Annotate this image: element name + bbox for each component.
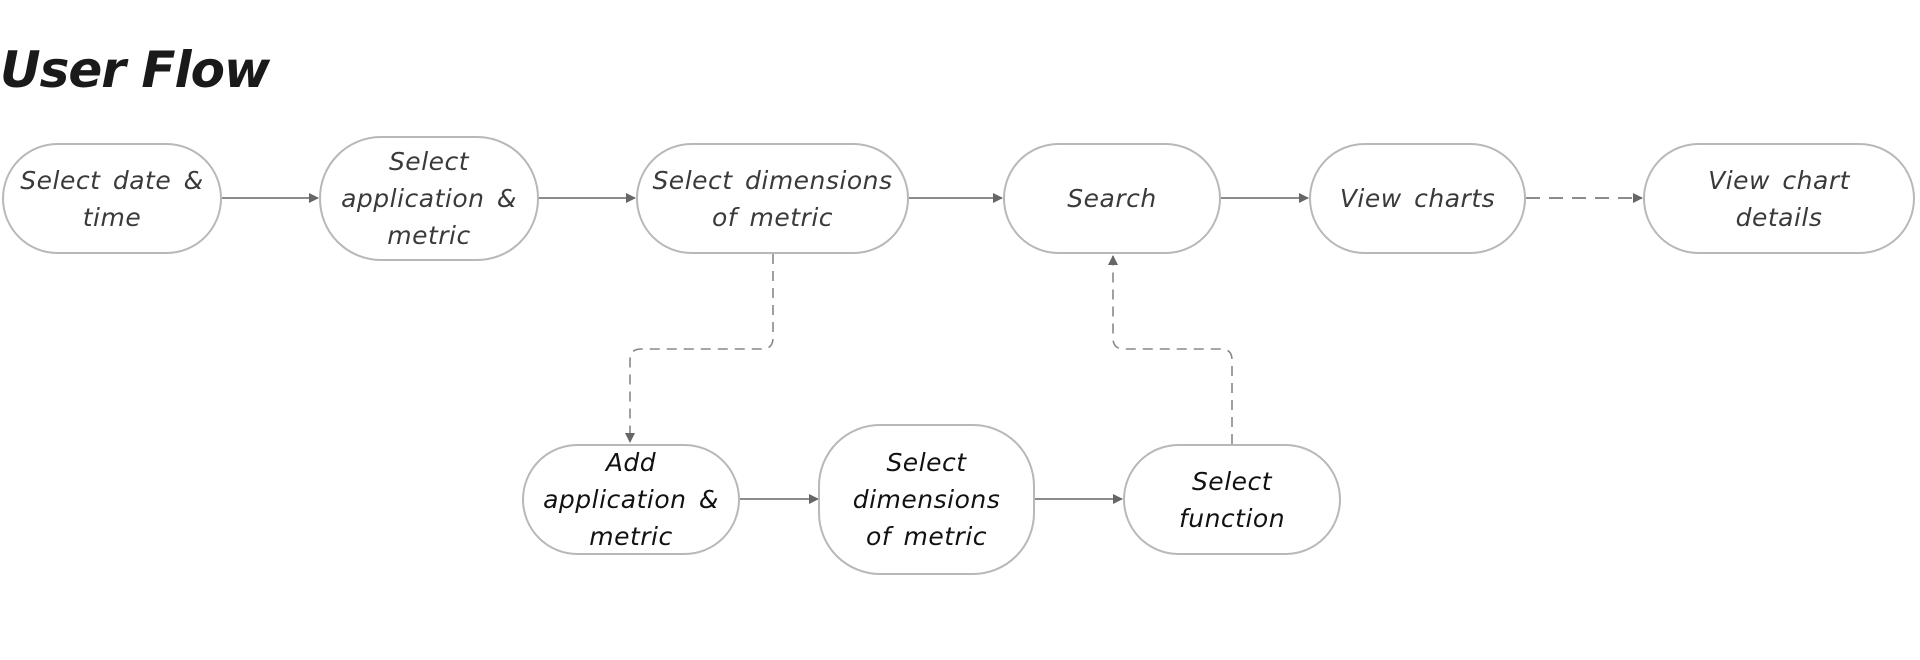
node-view-charts: View charts [1309, 143, 1526, 254]
node-select-date-time: Select date & time [2, 143, 222, 254]
arrow-dimensions-to-add [625, 254, 774, 443]
node-add-application-metric: Add application & metric [522, 444, 740, 555]
page-title: User Flow [0, 41, 270, 99]
node-select-function: Select function [1123, 444, 1341, 555]
node-select-dimensions-of-metric: Select dimensions of metric [636, 143, 909, 254]
arrow-function-to-search [1108, 255, 1233, 444]
node-view-chart-details: View chart details [1643, 143, 1915, 254]
node-select-application-metric: Select application & metric [319, 136, 539, 261]
node-select-dimensions-of-metric-2: Select dimensions of metric [818, 424, 1035, 575]
node-search: Search [1003, 143, 1221, 254]
